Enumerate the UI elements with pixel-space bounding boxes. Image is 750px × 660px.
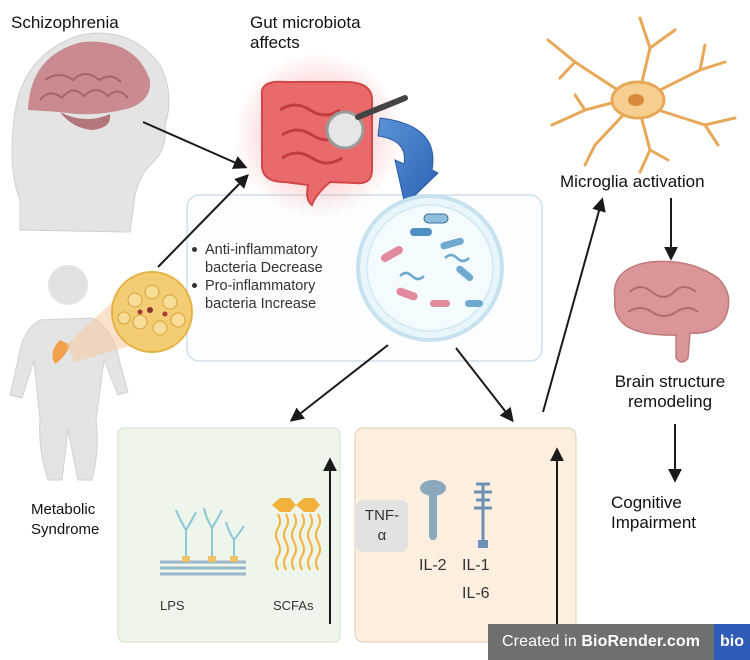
il6-label: IL-6 — [462, 585, 490, 602]
lps-label: LPS — [160, 598, 185, 613]
scfa-molecules — [272, 498, 321, 571]
il1-label: IL-1 — [462, 557, 490, 574]
scfas-label: SCFAs — [273, 598, 314, 613]
biorender-logo: bio — [714, 624, 750, 660]
tnf-alpha-box: TNF- α — [356, 500, 408, 552]
il1-il6-receptor — [474, 482, 492, 548]
petri-dish — [356, 194, 504, 342]
metabolic-syndrome-label: Metabolic Syndrome — [31, 501, 100, 538]
curved-blue-arrow — [377, 117, 439, 206]
il2-receptor — [420, 480, 446, 540]
cytokine-panel — [354, 427, 577, 643]
arrow-schizo-to-gut — [142, 121, 248, 169]
bullet-anti-inflammatory: Anti-inflammatory bacteria Decrease — [192, 242, 323, 276]
head-silhouette — [11, 32, 170, 233]
intestine-illustration — [233, 53, 408, 217]
schizophrenia-label: Schizophrenia — [11, 13, 119, 32]
brain-illustration — [613, 260, 730, 363]
arrow-to-cytokine-panel — [455, 347, 514, 423]
badge-text: Created in BioRender.com — [502, 633, 701, 650]
lps-scfa-panel — [117, 427, 341, 643]
arrow-to-microglia — [542, 197, 606, 413]
adipose-tissue — [111, 271, 193, 353]
biorender-badge[interactable]: Created in BioRender.com bio — [488, 624, 750, 660]
arrow-metabolic-to-gut — [157, 173, 249, 268]
lps-molecules — [160, 507, 246, 576]
bacteria-bullet-list: Anti-inflammatory bacteria Decrease Pro-… — [192, 241, 323, 313]
gut-microbiota-label: Gut microbiota affects — [250, 13, 361, 52]
arrow-to-lps-panel — [289, 344, 389, 422]
il2-label: IL-2 — [419, 557, 447, 574]
microglia-activation-label: Microglia activation — [560, 172, 705, 191]
brain-structure-label: Brain structure remodeling — [614, 372, 726, 411]
cognitive-impairment-label: Cognitive Impairment — [611, 493, 697, 532]
microglia-cell — [546, 16, 737, 174]
bullet-pro-inflammatory: Pro-inflammatory bacteria Increase — [192, 277, 323, 313]
